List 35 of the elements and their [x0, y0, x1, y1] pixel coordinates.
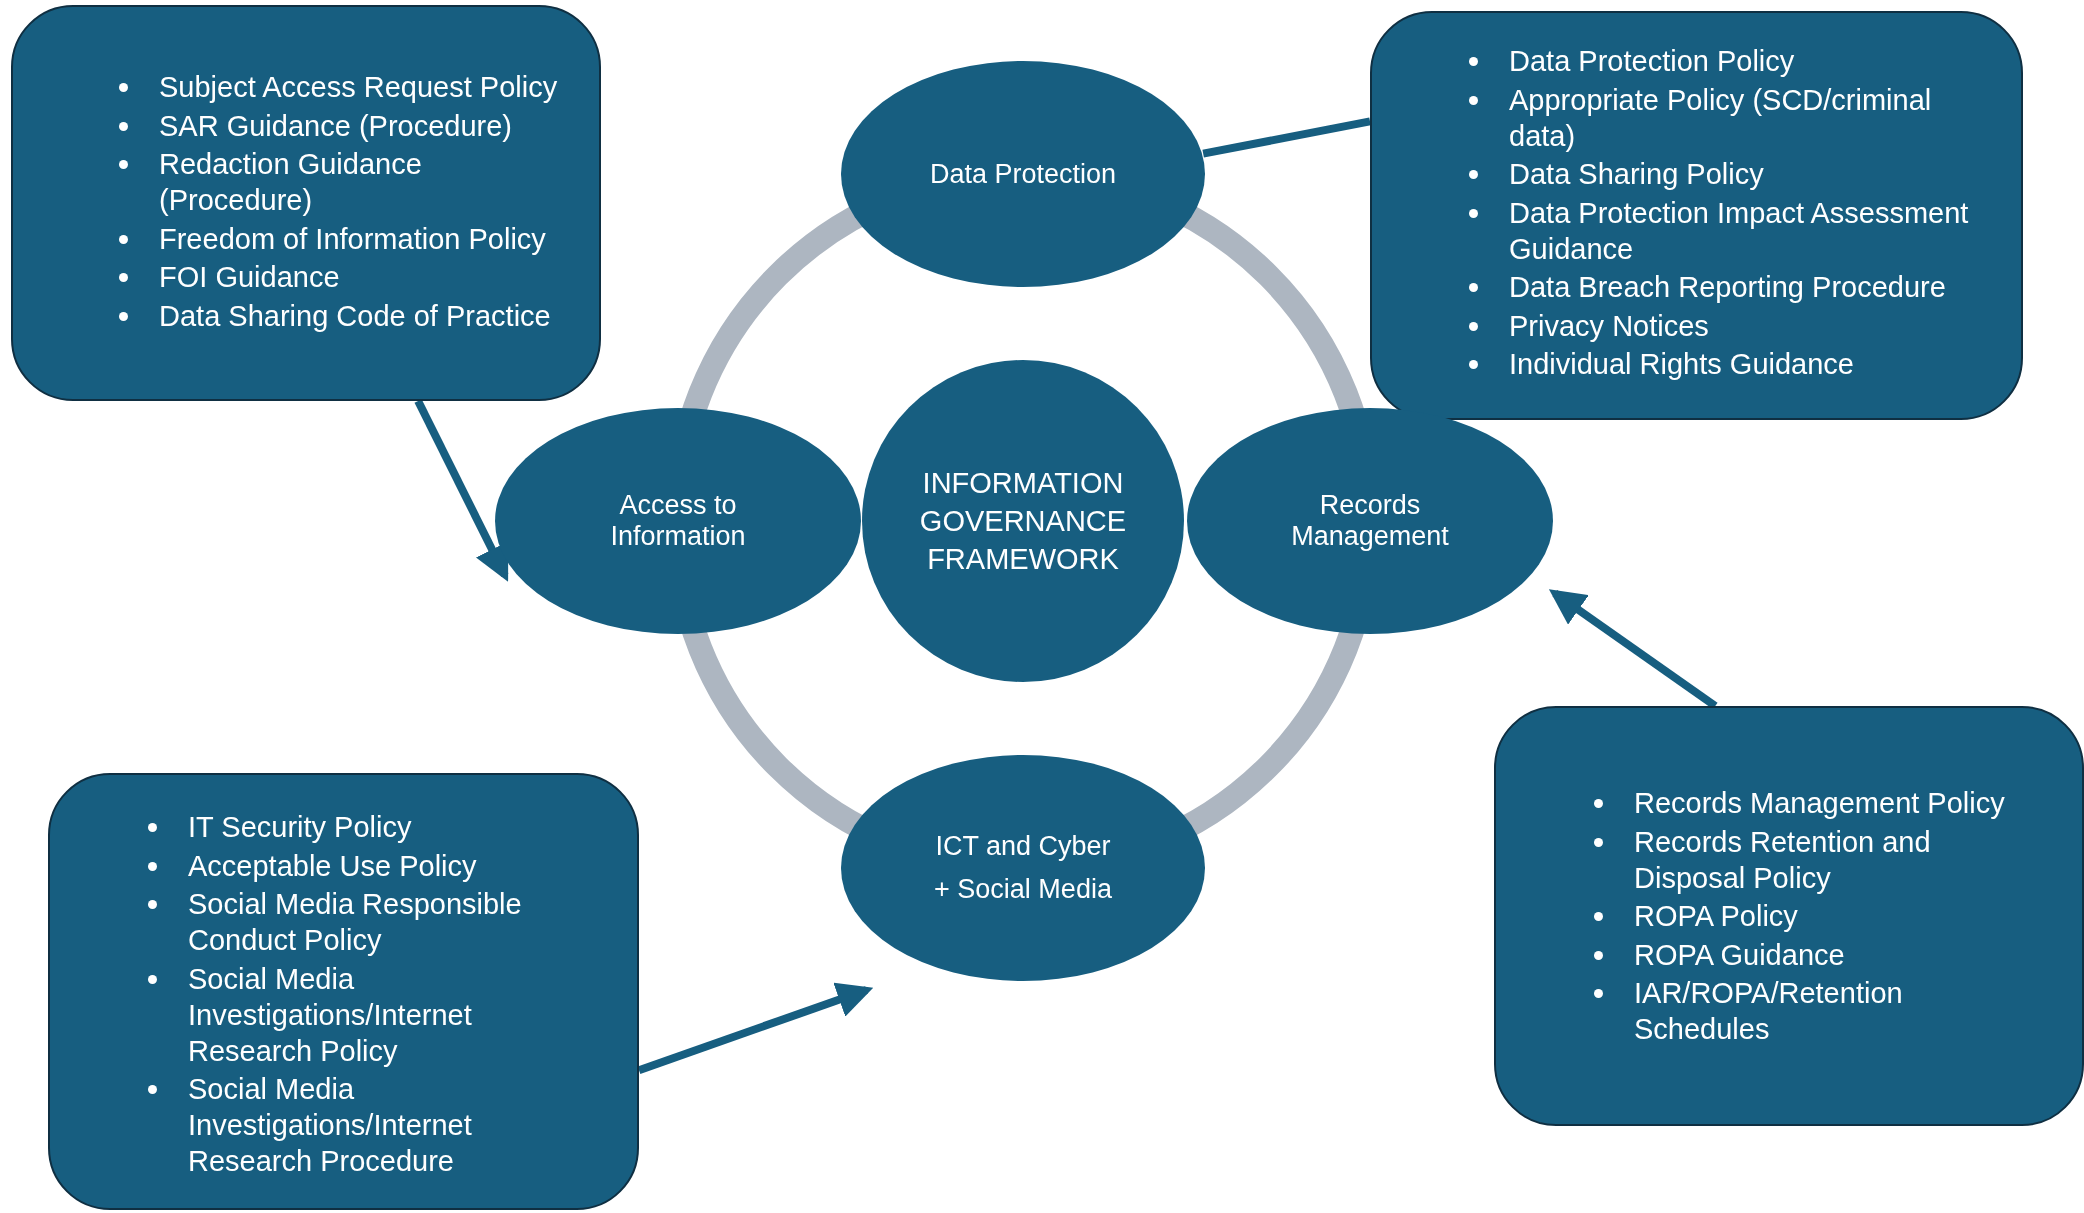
policy-item: ROPA Guidance — [1634, 937, 1846, 973]
topic-label: ICT and Cyber — [935, 831, 1111, 862]
policy-item: Privacy Notices — [1509, 308, 1710, 344]
topic-label: Access to Information — [609, 490, 747, 552]
policy-card — [11, 5, 601, 401]
policy-item: Acceptable Use Policy — [188, 848, 478, 884]
policy-item: Social Media Responsible Conduct Policy — [188, 887, 523, 958]
policy-item: Freedom of Information Policy — [159, 221, 547, 257]
policy-card — [1370, 11, 2023, 420]
policy-item: ROPA Policy — [1634, 899, 1799, 934]
policy-item: IAR/ROPA/Retention Schedules — [1634, 976, 1904, 1047]
policy-item: FOI Guidance — [159, 260, 341, 295]
policy-item: Data Breach Reporting Procedure — [1509, 270, 1947, 305]
topic-label: Data Protection — [929, 158, 1117, 190]
policy-item: Data Sharing Policy — [1509, 157, 1765, 192]
policy-item: Records Management Policy — [1634, 786, 2006, 821]
policy-item: Data Protection Policy — [1509, 44, 1796, 79]
topic-label: + Social Media — [934, 874, 1112, 905]
policy-item: Subject Access Request Policy — [159, 70, 559, 105]
policy-item: Data Sharing Code of Practice — [159, 298, 552, 334]
connector-arrow — [414, 399, 509, 582]
policy-card — [1494, 706, 2084, 1126]
policy-item: Appropriate Policy (SCD/criminal data) — [1509, 82, 1933, 154]
policy-item: Social Media Investigations/Internet Research Procedure — [188, 1072, 473, 1179]
policy-item: IT Security Policy — [188, 810, 413, 845]
policy-item: Social Media Investigations/Internet Research Policy — [188, 961, 473, 1069]
policy-item: SAR Guidance (Procedure) — [159, 108, 513, 144]
policy-item: Data Protection Impact Assessment Guidance — [1509, 195, 1970, 267]
connector-arrow — [637, 982, 874, 1074]
topic-label: Records Management — [1290, 490, 1450, 552]
policy-item: Individual Rights Guidance — [1509, 347, 1855, 382]
framework-title: INFORMATION GOVERNANCE FRAMEWORK — [918, 466, 1128, 577]
policy-item: Records Retention and Disposal Policy — [1634, 824, 1932, 896]
policy-item: Redaction Guidance (Procedure) — [159, 147, 423, 218]
policy-card — [48, 773, 639, 1210]
